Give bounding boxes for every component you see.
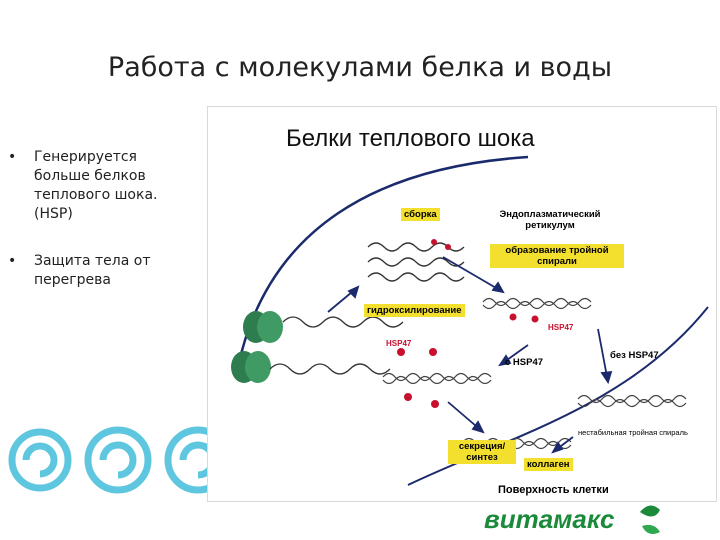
triple-helix-label: образование тройной спирали [490,244,624,268]
hsp-figure: Белки теплового шока сборка Эндоплазмати… [207,106,717,502]
hsp47-dots [397,239,539,408]
cell-surface-label: Поверхность клетки [498,484,609,496]
collagen-label: коллаген [524,458,573,471]
assembly-label: сборка [401,208,440,221]
cell-surface-arc [407,306,709,486]
bullet-item: • Защита тела от перегрева [8,252,188,290]
bullet-text: Защита тела от перегрева [34,253,151,288]
hydroxylation-label: гидроксилирование [364,304,465,317]
swirl-icon [84,426,152,494]
swirl-icon [8,428,72,492]
process-arrows [327,256,613,454]
bullet-text: Генерируется больше белков теплового шок… [34,149,158,222]
leaf-icon [640,505,660,534]
ribosome-icon [243,311,283,343]
bullet-marker: • [8,253,17,269]
hsp47-label: HSP47 [548,323,574,332]
vitamax-logo: витамакс [484,504,660,534]
with-hsp47-label: с HSP47 [505,357,544,368]
without-hsp47-label: без HSP47 [610,350,659,361]
hsp47-label: HSP47 [386,339,412,348]
bullet-list: • Генерируется больше белков теплового шо… [8,148,188,318]
bullet-item: • Генерируется больше белков теплового шо… [8,148,188,224]
membrane-arc [236,155,529,368]
polypeptide-chains [269,242,465,375]
ribosome-icon [231,351,271,383]
triple-helices [382,297,687,450]
figure-diagram [231,155,709,486]
secretion-label: секреция/ синтез [448,440,516,464]
figure-title: Белки теплового шока [286,125,535,152]
svg-text:витамакс: витамакс [484,504,615,534]
bullet-marker: • [8,149,17,165]
unstable-helix-label: нестабильная тройная спираль [578,428,688,437]
er-label: Эндоплазматический ретикулум [499,209,601,231]
slide-title: Работа с молекулами белка и воды [107,52,613,83]
